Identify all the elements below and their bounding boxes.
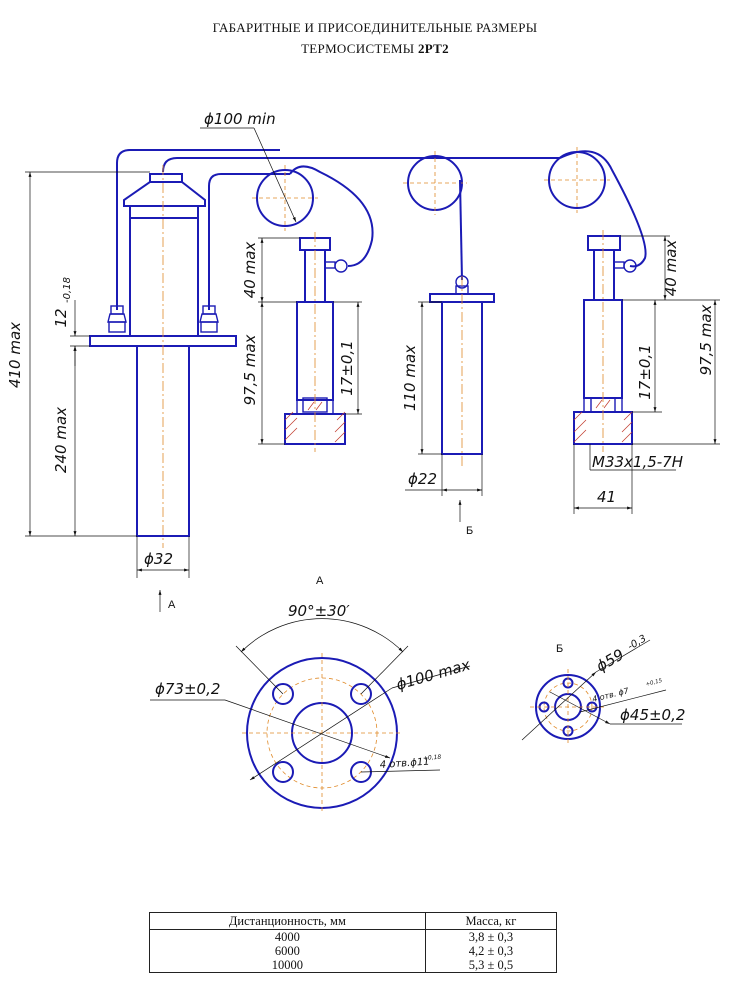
sensor-unit-4 — [573, 230, 637, 452]
main-sensor-unit — [89, 149, 560, 548]
view-a-d73: ϕ73±0,2 — [155, 680, 220, 698]
sensor-unit-2 — [284, 232, 348, 452]
dim-12: 12 — [52, 308, 70, 327]
view-a-holes-tol: +0,18 — [423, 754, 442, 762]
sensor-unit-3 — [429, 275, 495, 466]
table-row: 10000 5,3 ± 0,5 — [149, 958, 558, 973]
guide-pulley-1 — [256, 169, 314, 227]
sensor-head — [123, 173, 206, 207]
table-cell-distance: 4000 — [149, 929, 426, 944]
model-name: 2РТ2 — [417, 41, 449, 56]
capillary-route: ϕ100 min — [200, 110, 647, 281]
capillary-line-3 — [208, 173, 290, 310]
view-b-holes: 4 отв. ϕ7 — [591, 686, 630, 704]
dim-d22: ϕ22 — [408, 470, 437, 488]
dim-410: 410 max — [6, 322, 24, 388]
connector-right — [199, 305, 219, 333]
dim-17-a: 17±0,1 — [338, 340, 356, 396]
dim-40-b: 40 max — [662, 240, 680, 297]
title-text-1: ГАБАРИТНЫЕ И ПРИСОЕДИНИТЕЛЬНЫЕ РАЗМЕРЫ — [212, 20, 538, 35]
dim-d100-min: ϕ100 min — [204, 110, 276, 128]
connector-left — [107, 305, 127, 333]
table-cell-distance: 6000 — [149, 944, 426, 958]
dim-40-a: 40 max — [241, 242, 259, 299]
dim-97-b: 97,5 max — [697, 304, 715, 375]
capillary-line-1 — [116, 149, 280, 310]
table-header-mass: Масса, кг — [424, 912, 558, 930]
title-text-2: ТЕРМОСИСТЕМЫ — [301, 41, 418, 56]
capillary-line-2 — [162, 157, 560, 173]
dim-17-b: 17±0,1 — [636, 344, 654, 400]
view-a-d100max: ϕ100 max — [394, 656, 472, 694]
unit2-dimensions: 40 max 97,5 max 17±0,1 — [241, 237, 362, 445]
dim-110: 110 max — [401, 345, 419, 411]
drawing-title-line2: ТЕРМОСИСТЕМЫ 2РТ2 — [0, 41, 750, 57]
main-unit-dimensions: 410 max 240 max 12 -0,18 ϕ32 А — [6, 171, 190, 612]
table-cell-distance: 10000 — [149, 958, 426, 973]
table-cell-mass: 3,8 ± 0,3 — [424, 929, 558, 944]
view-a-arrow-label: А — [168, 599, 176, 611]
capillary-to-unit3 — [459, 179, 463, 281]
view-a: А 90°±30′ ϕ73±0,2 ϕ100 max 4 — [150, 575, 472, 813]
view-b-d45: ϕ45±0,2 — [620, 706, 685, 724]
drawing-title-line1: ГАБАРИТНЫЕ И ПРИСОЕДИНИТЕЛЬНЫЕ РАЗМЕРЫ — [0, 20, 750, 36]
view-b-arrow-label: Б — [466, 525, 473, 537]
dim-12-tol: -0,18 — [62, 277, 73, 303]
dim-thread: M33x1,5-7H — [592, 453, 683, 471]
dim-d32: ϕ32 — [144, 550, 173, 568]
sensor-housing — [129, 217, 199, 337]
view-a-angle: 90°±30′ — [288, 602, 350, 620]
view-a-holes: 4 отв.ϕ11 — [379, 757, 430, 771]
unit3-bulb — [441, 301, 483, 455]
housing-neck — [129, 205, 199, 219]
unit3-dimensions: 110 max ϕ22 Б — [401, 301, 483, 537]
unit4-cap — [587, 235, 621, 251]
mass-table: Дистанционность, мм Масса, кг 4000 3,8 ±… — [149, 912, 558, 973]
table-row: 6000 4,2 ± 0,3 — [149, 944, 558, 958]
dim-240: 240 max — [52, 407, 70, 473]
capillary-to-unit2 — [289, 165, 374, 267]
table-row: 4000 3,8 ± 0,3 — [149, 929, 558, 944]
table-header-distance: Дистанционность, мм — [149, 912, 426, 930]
dim-97-a: 97,5 max — [241, 334, 259, 405]
view-b-holes-tol: +0,15 — [645, 678, 663, 688]
dim-41: 41 — [597, 488, 616, 506]
view-b-d59-tol: -0,3 — [626, 633, 648, 652]
table-cell-mass: 5,3 ± 0,5 — [424, 958, 558, 973]
view-a-title: А — [316, 575, 324, 587]
capillary-to-unit4 — [559, 150, 647, 268]
unit4-dimensions: 40 max 97,5 max 17±0,1 M33x1,5-7H 41 — [573, 235, 720, 514]
view-b-title: Б — [556, 643, 563, 655]
view-b: Б ϕ59 -0,3 4 отв. ϕ7 +0,15 ϕ45±0,2 — [521, 633, 685, 745]
table-cell-mass: 4,2 ± 0,3 — [424, 944, 558, 958]
